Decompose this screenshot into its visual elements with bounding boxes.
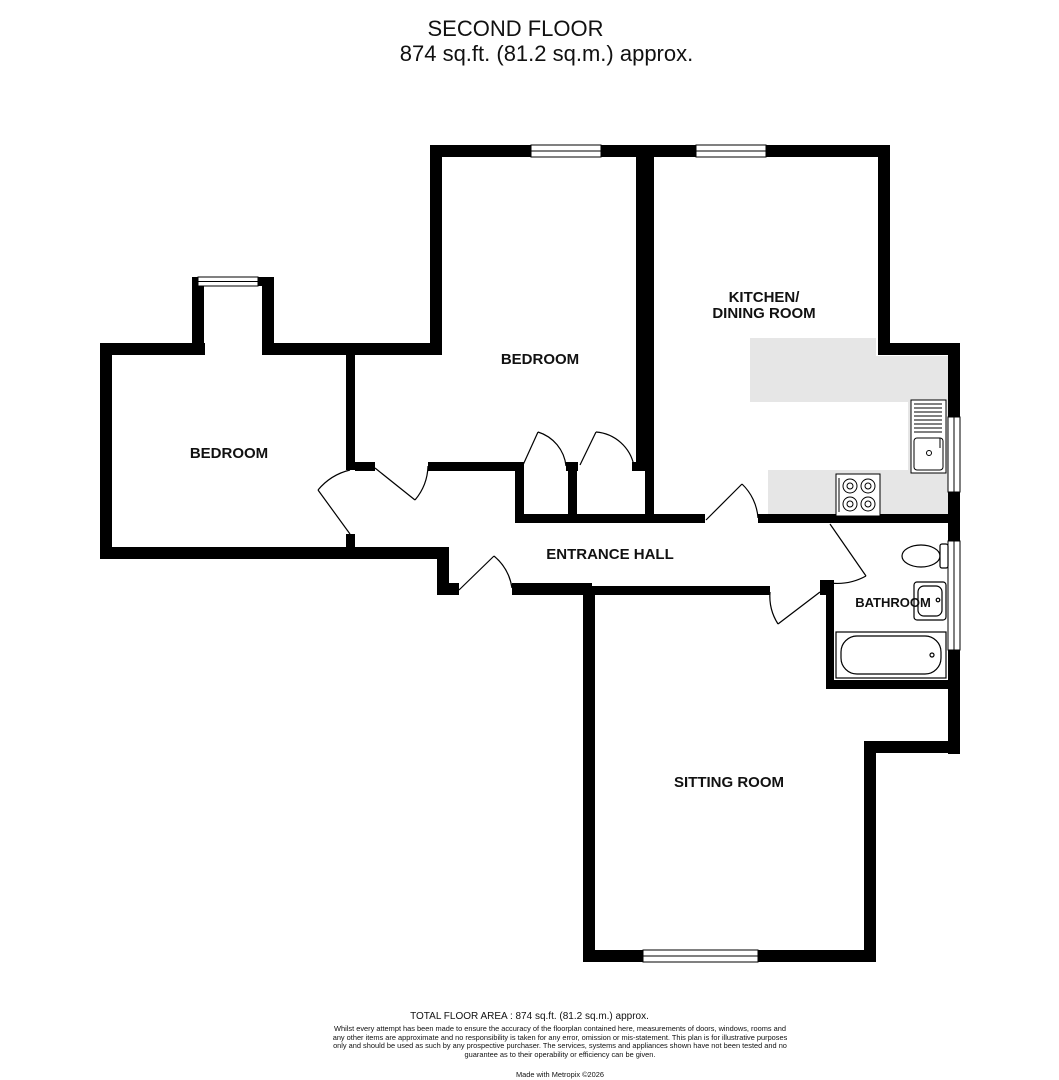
hob-icon [835, 473, 881, 517]
bath-icon [835, 631, 947, 679]
floor-area: 874 sq.ft. (81.2 sq.m.) approx. [399, 41, 694, 66]
kitchen-sink-icon [910, 399, 947, 474]
toilet-icon [901, 543, 949, 569]
made-with-credit: Made with Metropix ©2026 [515, 1070, 605, 1079]
total-floor-area: TOTAL FLOOR AREA : 874 sq.ft. (81.2 sq.m… [410, 1011, 649, 1022]
room-label-kitchen-line1: KITCHEN/ [729, 289, 801, 306]
windows [197, 144, 961, 963]
washbasin-icon [913, 581, 947, 621]
doors [317, 431, 867, 625]
floor-title: SECOND FLOOR [427, 16, 604, 41]
room-label-sitting-room: SITTING ROOM [674, 774, 784, 791]
room-label-kitchen-line2: DINING ROOM [712, 305, 815, 322]
walls [100, 145, 960, 962]
floor-plan: BEDROOM BEDROOM KITCHEN/ DINING ROOM ENT… [100, 144, 961, 963]
disclaimer-text: Whilst every attempt has been made to en… [332, 1024, 788, 1059]
room-label-entrance-hall: ENTRANCE HALL [546, 546, 674, 563]
room-label-bathroom: BATHROOM [855, 595, 931, 610]
room-label-bedroom-center: BEDROOM [501, 351, 579, 368]
room-label-bedroom-left: BEDROOM [190, 445, 268, 462]
